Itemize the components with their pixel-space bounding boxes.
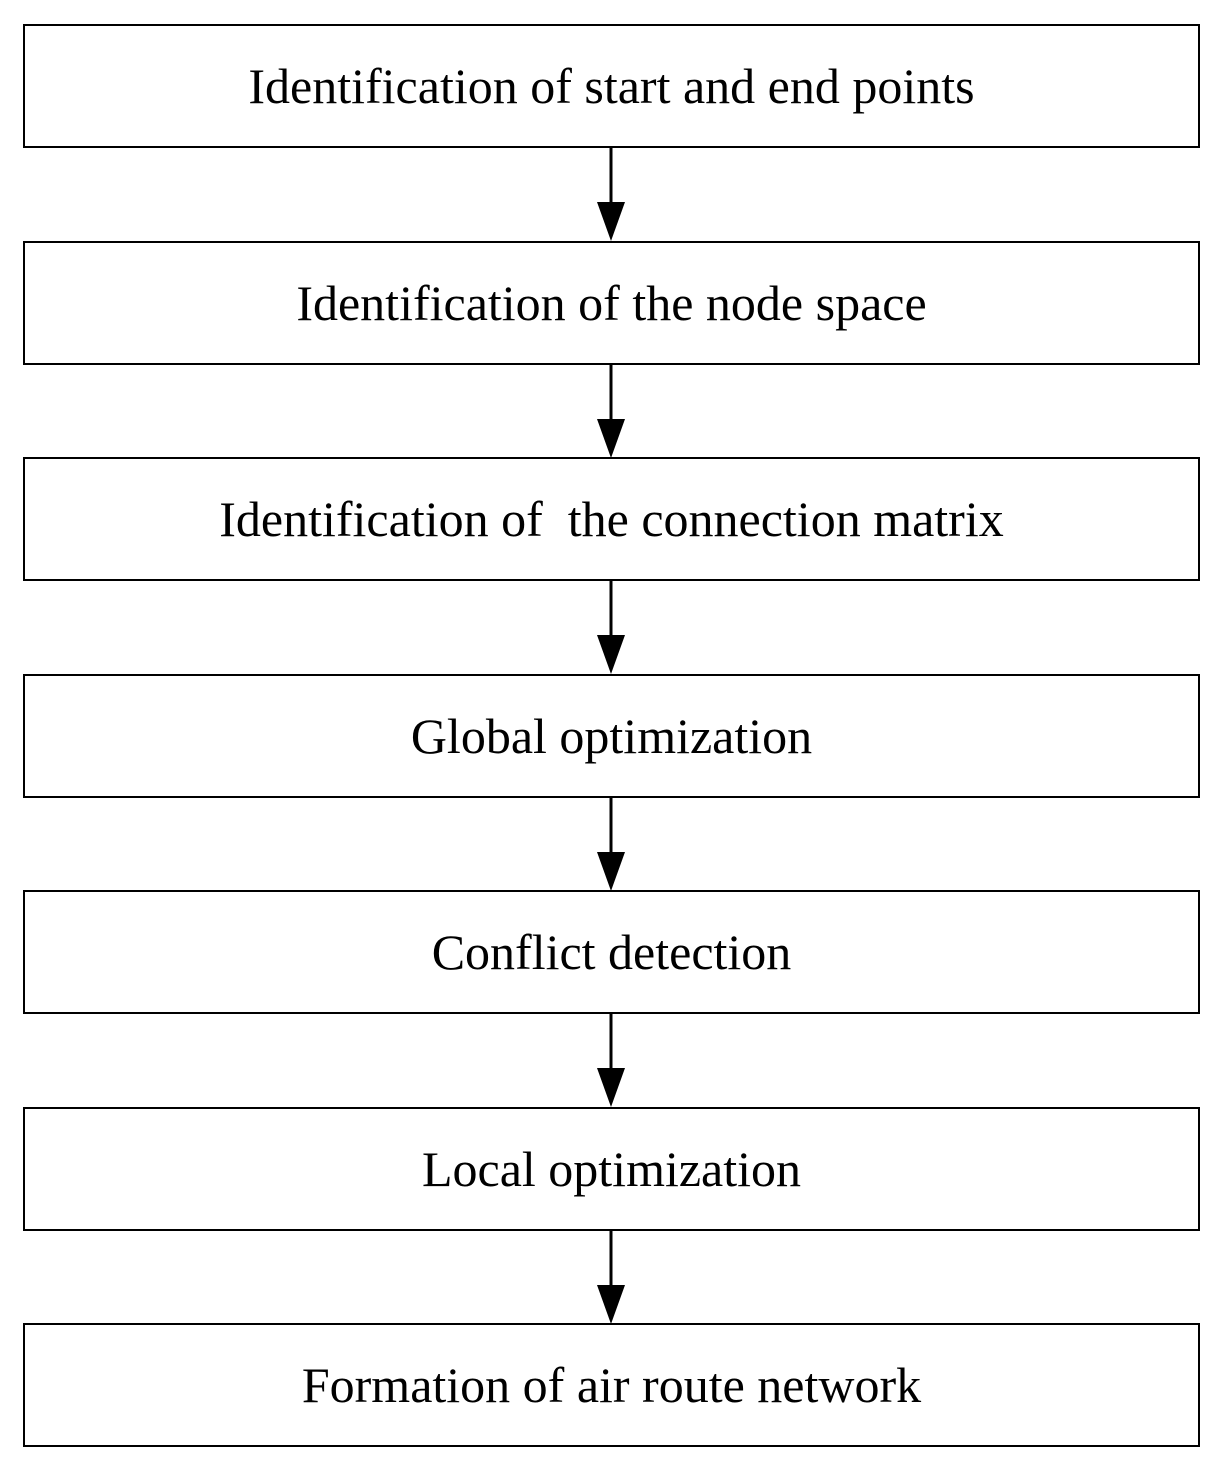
arrow-down-icon [597, 1013, 625, 1107]
step-node-space: Identification of the node space [23, 241, 1200, 365]
arrow-down-icon [597, 364, 625, 458]
step-label: Identification of the connection matrix [219, 491, 1004, 547]
arrow-down-icon [597, 147, 625, 241]
step-global-optimization: Global optimization [23, 674, 1200, 798]
step-label: Identification of start and end points [248, 58, 975, 114]
step-label: Formation of air route network [301, 1357, 922, 1413]
step-air-route-network: Formation of air route network [23, 1323, 1200, 1447]
step-label: Local optimization [421, 1141, 802, 1197]
step-conflict-detection: Conflict detection [23, 890, 1200, 1014]
step-start-end-points: Identification of start and end points [23, 24, 1200, 148]
step-local-optimization: Local optimization [23, 1107, 1200, 1231]
step-label: Identification of the node space [296, 275, 927, 331]
step-label: Global optimization [410, 708, 813, 764]
step-connection-matrix: Identification of the connection matrix [23, 457, 1200, 581]
arrow-down-icon [597, 797, 625, 891]
arrow-down-icon [597, 580, 625, 674]
arrow-down-icon [597, 1230, 625, 1324]
step-label: Conflict detection [431, 924, 792, 980]
